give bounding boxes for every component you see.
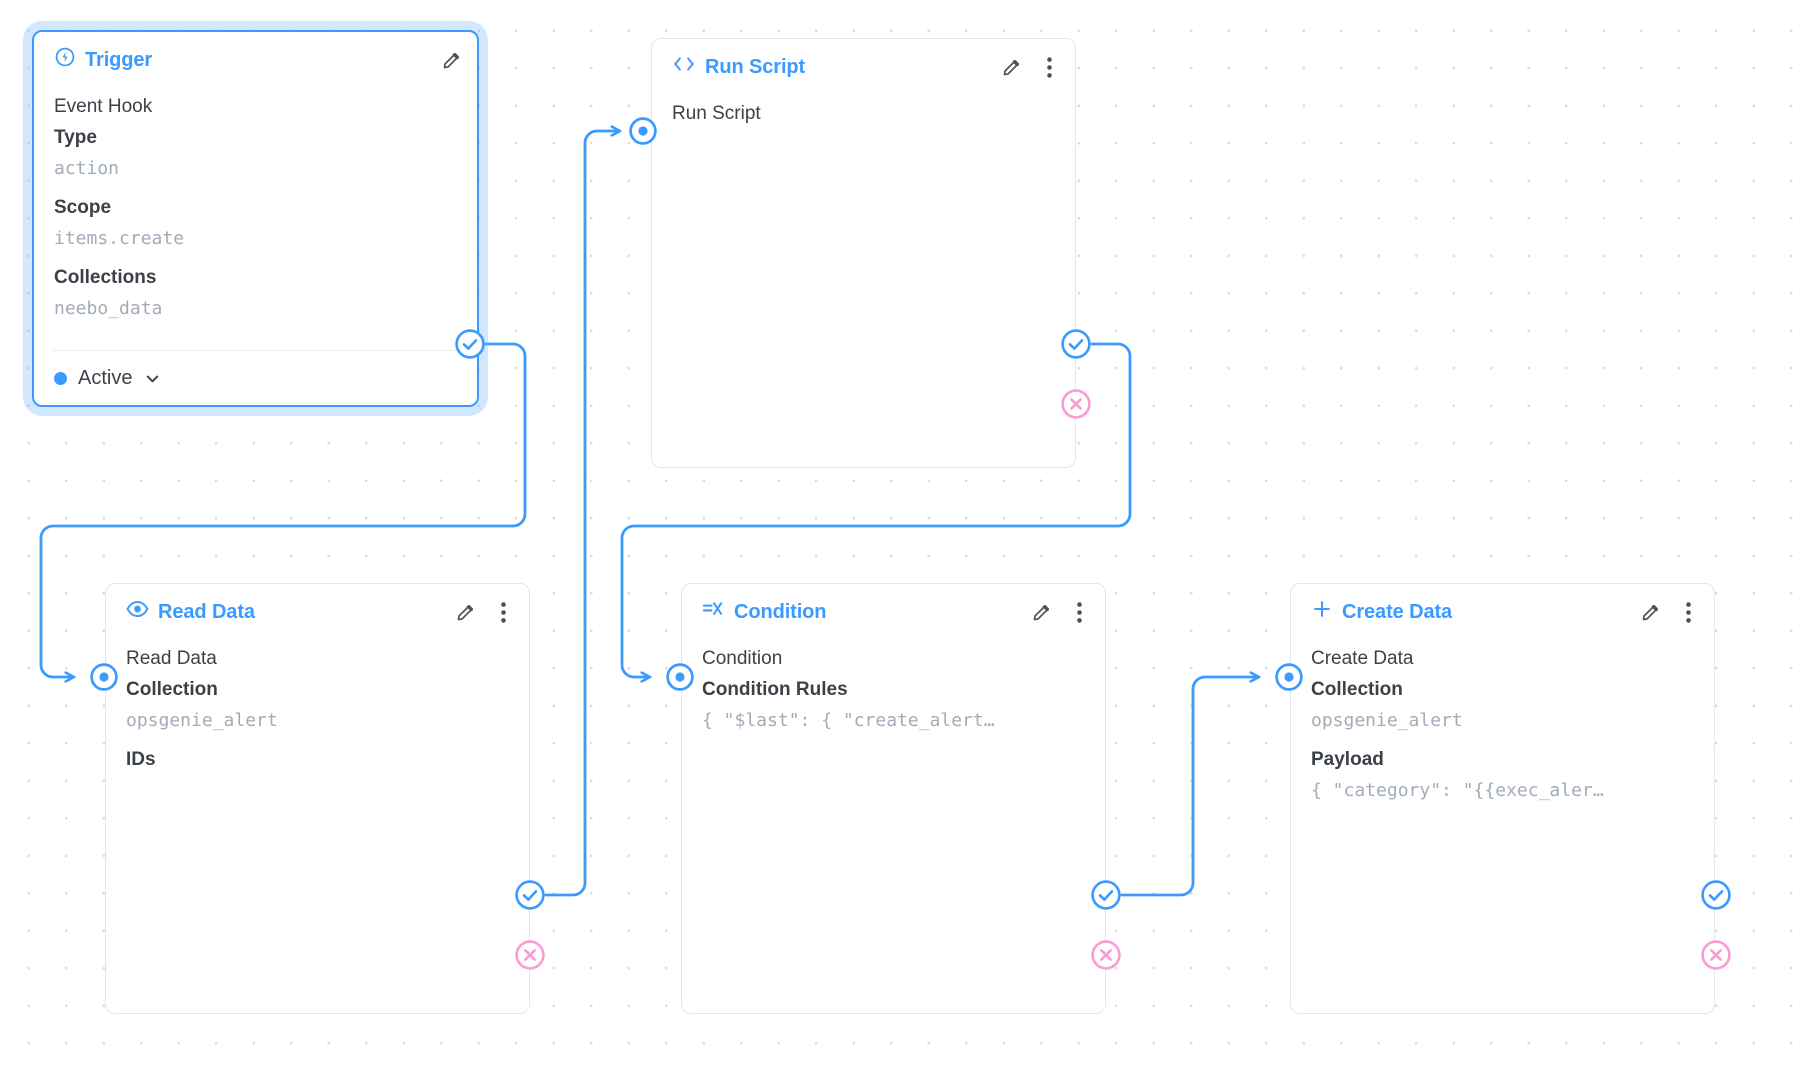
- node-read-data[interactable]: Read Data Read Data Collection o: [105, 583, 530, 1014]
- pencil-icon[interactable]: [999, 54, 1023, 80]
- node-condition-title-group: Condition: [702, 599, 827, 625]
- chevron-down-icon[interactable]: [143, 369, 162, 388]
- node-run-script-header: Run Script: [652, 39, 1075, 95]
- node-run-script-row-name: Run Script: [672, 103, 761, 124]
- edge-condition-to-createdata: [1120, 677, 1261, 897]
- pencil-icon[interactable]: [1638, 599, 1662, 625]
- kebab-menu-icon[interactable]: [1067, 599, 1091, 625]
- node-condition[interactable]: Condition Condition Condition Rules: [681, 583, 1106, 1014]
- field-label: Scope: [54, 197, 112, 218]
- handle-input-condition[interactable]: [665, 662, 695, 692]
- handle-reject-create-data[interactable]: [1700, 939, 1732, 971]
- pencil-icon[interactable]: [453, 599, 477, 625]
- code-brackets-icon: [672, 54, 696, 80]
- condition-icon: [702, 599, 725, 625]
- field-label: Condition Rules: [702, 679, 848, 700]
- status-dot: [54, 371, 67, 385]
- field-value: items.create: [54, 228, 185, 249]
- field-value: action: [54, 158, 120, 179]
- node-create-data-title: Create Data: [1342, 600, 1453, 623]
- node-trigger-title-group: Trigger: [54, 46, 152, 74]
- node-trigger-status-dropdown[interactable]: Active: [34, 351, 477, 405]
- node-read-data-header: Read Data: [106, 584, 529, 640]
- node-read-data-row-name: Read Data: [126, 648, 217, 669]
- node-create-data-row-name: Create Data: [1311, 648, 1414, 669]
- handle-resolve-create-data[interactable]: [1700, 879, 1732, 911]
- field-label: Collection: [126, 679, 218, 700]
- node-run-script-body: Run Script: [652, 95, 1075, 129]
- handle-resolve-run-script[interactable]: [1060, 328, 1092, 360]
- node-trigger-body: Event Hook Type action Scope items.creat…: [34, 88, 477, 332]
- node-run-script-title-group: Run Script: [672, 54, 805, 80]
- node-read-data-title-group: Read Data: [126, 599, 255, 625]
- pencil-icon[interactable]: [439, 47, 463, 73]
- field-value: neebo_data: [54, 298, 163, 319]
- field-label: IDs: [126, 749, 156, 770]
- node-trigger[interactable]: Trigger Event Hook Type action Scope ite…: [32, 30, 479, 407]
- handle-resolve-condition[interactable]: [1090, 879, 1122, 911]
- node-run-script[interactable]: Run Script Run Script: [651, 38, 1076, 468]
- handle-resolve-trigger[interactable]: [454, 328, 486, 360]
- handle-reject-condition[interactable]: [1090, 939, 1122, 971]
- node-condition-row-name: Condition: [702, 648, 783, 669]
- node-trigger-row-name: Event Hook: [54, 96, 153, 117]
- node-read-data-title: Read Data: [158, 600, 255, 623]
- kebab-menu-icon[interactable]: [1037, 54, 1061, 80]
- status-label: Active: [78, 366, 133, 389]
- handle-reject-read-data[interactable]: [514, 939, 546, 971]
- field-label: Collection: [1311, 679, 1403, 700]
- node-create-data[interactable]: Create Data Create Data Collection: [1290, 583, 1715, 1014]
- node-create-data-body: Create Data Collection opsgenie_alert Pa…: [1291, 640, 1714, 814]
- handle-input-create-data[interactable]: [1274, 662, 1304, 692]
- handle-reject-run-script[interactable]: [1060, 388, 1092, 420]
- edge-readdata-to-runscript: [544, 131, 622, 897]
- kebab-menu-icon[interactable]: [1676, 599, 1700, 625]
- eye-icon: [126, 599, 149, 625]
- field-value: opsgenie_alert: [126, 710, 278, 731]
- handle-input-read-data[interactable]: [89, 662, 119, 692]
- field-value: { "$last": { "create_alert…: [702, 710, 995, 731]
- node-condition-body: Condition Condition Rules { "$last": { "…: [682, 640, 1105, 744]
- field-label: Collections: [54, 267, 157, 288]
- plus-icon: [1311, 598, 1333, 626]
- pencil-icon[interactable]: [1029, 599, 1053, 625]
- node-run-script-title: Run Script: [705, 55, 806, 78]
- node-run-script-actions: [999, 54, 1061, 80]
- field-value: opsgenie_alert: [1311, 710, 1463, 731]
- node-trigger-title: Trigger: [85, 48, 153, 71]
- node-create-data-header: Create Data: [1291, 584, 1714, 640]
- field-label: Payload: [1311, 749, 1384, 770]
- node-trigger-header: Trigger: [34, 32, 477, 88]
- kebab-menu-icon[interactable]: [491, 599, 515, 625]
- node-condition-header: Condition: [682, 584, 1105, 640]
- node-condition-title: Condition: [734, 600, 827, 623]
- node-create-data-title-group: Create Data: [1311, 598, 1452, 626]
- node-trigger-actions: [439, 47, 463, 73]
- field-value: { "category": "{{exec_aler…: [1311, 780, 1604, 801]
- node-create-data-actions: [1638, 599, 1700, 625]
- node-condition-actions: [1029, 599, 1091, 625]
- lightning-circle-icon: [54, 46, 76, 74]
- handle-resolve-read-data[interactable]: [514, 879, 546, 911]
- handle-input-run-script[interactable]: [628, 116, 658, 146]
- node-read-data-actions: [453, 599, 515, 625]
- node-read-data-body: Read Data Collection opsgenie_alert IDs: [106, 640, 529, 776]
- field-label: Type: [54, 127, 97, 148]
